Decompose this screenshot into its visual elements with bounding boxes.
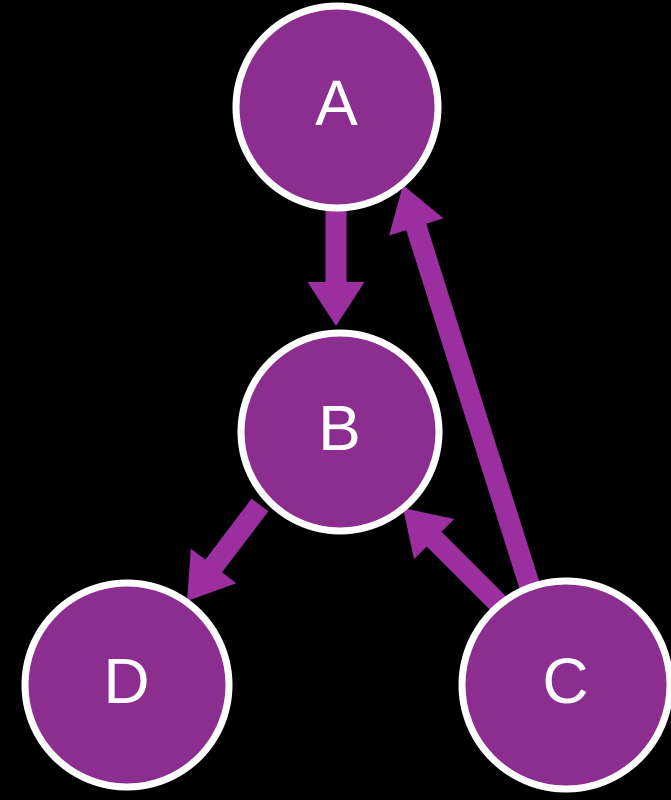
node-D-label: D <box>103 645 150 717</box>
node-B-label: B <box>318 392 362 464</box>
node-A: A <box>232 2 442 212</box>
nodes-layer: A B D C <box>21 2 671 793</box>
node-C-circle <box>458 577 671 793</box>
edge-C-to-A-arrow <box>389 185 540 591</box>
node-D-circle <box>21 579 233 791</box>
edges-layer <box>187 185 540 621</box>
node-A-label: A <box>315 67 359 139</box>
node-A-circle <box>232 2 442 212</box>
edge-B-to-D-arrow <box>187 498 269 601</box>
node-B: B <box>237 329 443 535</box>
edge-C-to-B-arrow <box>403 508 516 621</box>
node-D: D <box>21 579 233 791</box>
node-B-circle <box>237 329 443 535</box>
node-C-label: C <box>542 645 589 717</box>
edge-A-to-B-arrow <box>307 209 365 326</box>
node-C: C <box>458 577 671 793</box>
